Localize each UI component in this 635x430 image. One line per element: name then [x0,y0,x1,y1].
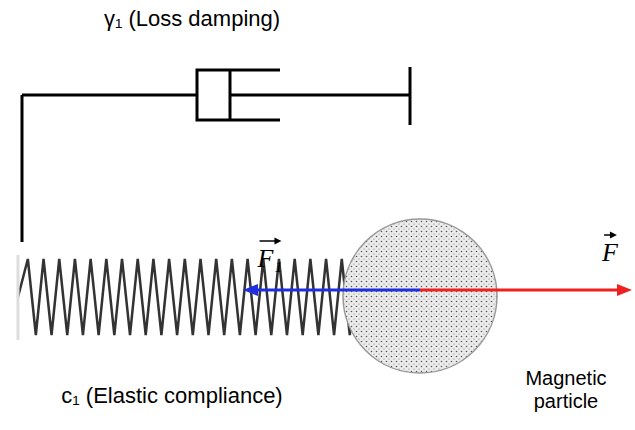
damper [22,67,410,242]
force-label: F [602,238,618,268]
vector-bar [260,240,277,242]
spring-end [17,255,20,340]
force-arrows [243,284,632,296]
vector-head [610,232,617,239]
particle-label: Magnetic particle [510,367,622,413]
vector-head [274,238,281,245]
spring-label: c₁ (Elastic compliance) [61,383,282,408]
spring [18,255,385,340]
spring-coil [18,259,385,335]
damper-label: γ₁ (Loss damping) [104,6,280,31]
force-label: F₁ [258,244,283,274]
vector-marks [260,232,617,245]
magnetic-particle [343,219,497,373]
